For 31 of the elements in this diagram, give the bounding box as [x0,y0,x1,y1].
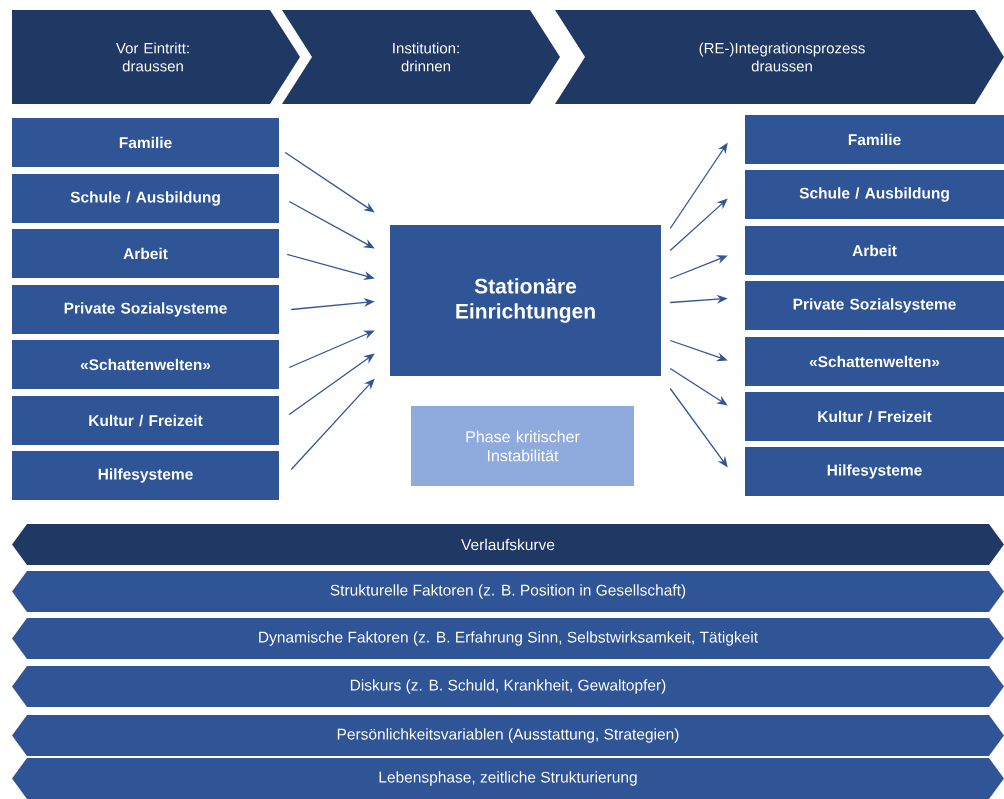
category-box: Private Sozialsysteme [12,285,279,334]
category-box: Private Sozialsysteme [745,281,1004,330]
node-label: Lebensphase, zeitliche Strukturierung [379,771,637,786]
phase-box: Phase kritischer Instabilität [411,406,634,486]
category-box: «Schattenwelten» [12,340,279,389]
node-label: Vor Eintritt: draussen [115,42,189,72]
category-box: Schule / Ausbildung [745,170,1004,219]
category-box: Familie [12,118,279,167]
category-box: Arbeit [12,229,279,278]
phase-header: (RE-)Integrationsprozess draussen [555,10,1004,104]
factor-band: Lebensphase, zeitliche Strukturierung [12,758,1004,799]
category-box: «Schattenwelten» [745,337,1004,386]
arrow [288,353,375,416]
category-box: Arbeit [745,226,1004,275]
factor-band: Diskurs (z. B. Schuld, Krankheit, Gewaltopfer) [12,666,1004,707]
phase-header: Institution: drinnen [282,10,560,104]
category-box: Schule / Ausbildung [12,174,279,223]
factor-band: Dynamische Faktoren (z. B. Erfahrung Sinn, Selbstwirksamkeit, Tätigkeit [12,618,1004,659]
phase-header: Vor Eintritt: draussen [12,10,300,104]
category-box: Hilfesysteme [12,451,279,500]
node-label: Persönlichkeitsvariablen (Ausstattung, Strategien) [337,728,679,743]
factor-band: Strukturelle Faktoren (z. B. Position in Gesellschaft) [12,571,1004,612]
category-box: Kultur / Freizeit [12,396,279,445]
node-label: Institution: drinnen [393,42,459,72]
factor-band: Persönlichkeitsvariablen (Ausstattung, Strategien) [12,715,1004,756]
institution-box: Stationäre Einrichtungen [390,225,661,376]
category-box: Kultur / Freizeit [745,392,1004,441]
category-box: Familie [745,115,1004,164]
arrow [284,151,375,213]
factor-band: Verlaufskurve [12,524,1004,565]
category-box: Hilfesysteme [745,447,1004,496]
